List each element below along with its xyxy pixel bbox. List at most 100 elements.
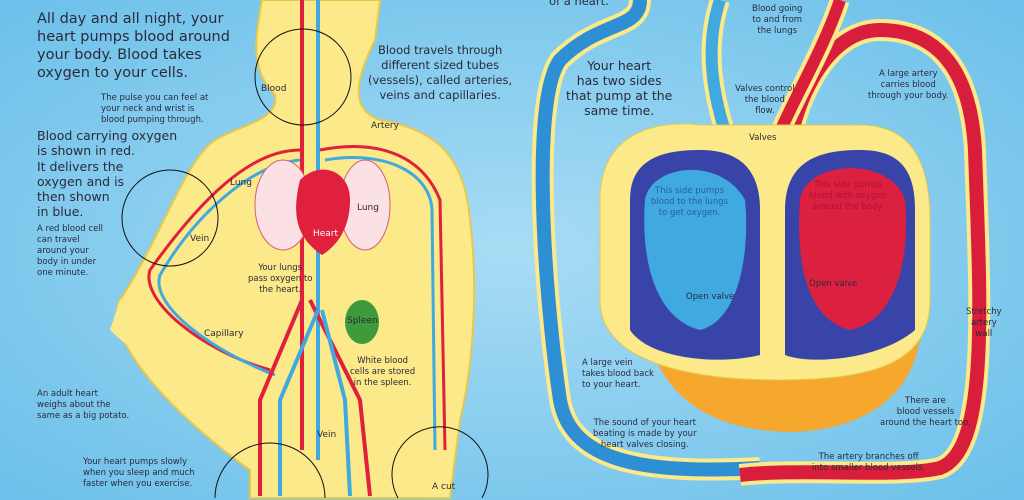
note-line: Your lungs (258, 263, 303, 273)
label-capillary: Capillary (204, 329, 244, 339)
magnifier-leg (214, 442, 326, 499)
note-line: in blue. (37, 204, 84, 220)
note-line: blood with oxygen (809, 191, 888, 201)
exercise-note: Your heart pumps slowly when you sleep a… (83, 457, 195, 490)
note-line: A large vein (582, 358, 633, 368)
magnifier-hand (391, 426, 489, 499)
label-open-valve-right: Open valve (809, 279, 858, 289)
note-line: It delivers the (37, 158, 124, 174)
note-line: the blood (744, 95, 785, 105)
spleen-note: White blood cells are stored in the sple… (350, 356, 415, 389)
note-line: The artery branches off (818, 452, 919, 462)
note-line: to your heart. (582, 380, 641, 390)
note-line: around your (37, 246, 89, 256)
label-open-valve-left: Open valve (686, 292, 735, 302)
note-line: faster when you exercise. (83, 479, 193, 489)
label-cut: A cut (432, 482, 456, 492)
stretchy-note: Stretchy artery wall (966, 307, 1002, 340)
note-line: There are (905, 396, 946, 406)
note-line: then shown (37, 189, 110, 205)
label-lung-left: Lung (230, 178, 252, 188)
label-vein-arm: Vein (190, 234, 210, 244)
note-line: to get oxygen. (658, 208, 721, 218)
note-line: same as a big potato. (37, 411, 130, 421)
magnifier-arm (121, 169, 219, 267)
heart-vessels-note: There are blood vessels around the heart… (880, 396, 971, 429)
blue-side-note: This side pumps blood to the lungs to ge… (651, 186, 728, 219)
note-line: flow. (755, 106, 775, 116)
note-line: around the body. (812, 202, 884, 212)
note-line: This side pumps (813, 180, 883, 190)
cell-note: A red blood cell can travel around your … (37, 224, 103, 279)
intro-line: your body. Blood takes (37, 47, 202, 63)
note-line: pass oxygen to (248, 274, 313, 284)
note-line: that pump at the (566, 88, 673, 103)
note-line: artery (970, 318, 997, 328)
note-line: can travel (37, 235, 80, 245)
note-line: the lungs (757, 26, 798, 36)
note-line: blood pumping through. (101, 115, 204, 125)
note-line: blood vessels (896, 407, 955, 417)
heart (296, 169, 350, 255)
note-line: the heart. (259, 285, 302, 295)
large-vein-note: A large vein takes blood back to your he… (582, 358, 654, 391)
note-line: heart valves closing. (600, 440, 689, 450)
note-line: in the spleen. (353, 378, 412, 388)
note-line: body in under (37, 257, 97, 267)
note-line: The pulse you can feel at (101, 93, 209, 103)
body-silhouette (110, 0, 476, 499)
intro-line: All day and all night, your (37, 11, 224, 27)
note-line: to and from (752, 15, 803, 25)
weight-note: An adult heart weighs about the same as … (37, 389, 129, 422)
note-line: your neck and wrist is (101, 104, 195, 114)
top-fragment: of a heart. (549, 0, 609, 8)
note-line: weighs about the (37, 400, 111, 410)
intro-text: All day and all night, your heart pumps … (37, 10, 230, 82)
label-artery: Artery (371, 121, 399, 131)
label-lung-right: Lung (357, 203, 379, 213)
label-heart: Heart (313, 229, 339, 239)
label-blood: Blood (261, 84, 287, 94)
note-line: A red blood cell (37, 224, 104, 234)
spleen (345, 300, 379, 344)
note-line: blood to the lungs (651, 197, 729, 207)
label-valves: Valves (749, 133, 777, 143)
note-line: cells are stored (350, 367, 416, 377)
note-line: when you sleep and much (83, 468, 195, 478)
note-line: wall (975, 329, 993, 339)
note-line: Blood carrying oxygen (37, 128, 178, 143)
note-line: into smaller blood vessels. (812, 463, 926, 473)
valves-note: Valves control the blood flow. (735, 84, 795, 117)
note-line: oxygen and is (37, 173, 125, 189)
note-line: A large artery (878, 69, 938, 79)
two-sides-note: Your heart has two sides that pump at th… (566, 58, 672, 118)
branches-note: The artery branches off into smaller blo… (812, 452, 925, 474)
intro-line: oxygen to your cells. (37, 65, 189, 81)
note-line: Blood going (752, 4, 803, 14)
note-line: carries blood (880, 80, 936, 90)
note-line: Valves control (735, 84, 795, 94)
note-line: Blood travels through (377, 43, 503, 57)
note-line: one minute. (37, 268, 89, 278)
note-line: The sound of your heart (593, 418, 696, 428)
note-line: has two sides (576, 73, 662, 88)
note-line: same time. (584, 103, 655, 118)
note-line: veins and capillaries. (379, 88, 501, 102)
magnifier-neck (254, 28, 352, 126)
red-side-note: This side pumps blood with oxygen around… (809, 180, 887, 213)
note-line: around the heart too. (880, 418, 971, 428)
lungs-note: Your lungs pass oxygen to the heart. (248, 263, 312, 296)
note-line: Stretchy (966, 307, 1002, 317)
vessels-note: Blood travels through different sized tu… (368, 43, 512, 103)
note-line: White blood (357, 356, 409, 366)
large-artery-note: A large artery carries blood through you… (868, 69, 948, 102)
note-line: (vessels), called arteries, (368, 73, 513, 87)
heart-sound-note: The sound of your heart beating is made … (593, 418, 697, 451)
note-line: different sized tubes (381, 58, 500, 72)
note-line: is shown in red. (37, 143, 135, 159)
note-line: An adult heart (37, 389, 98, 399)
note-line: takes blood back (582, 369, 654, 379)
note-line: Your heart (587, 58, 652, 73)
note-line: beating is made by your (593, 429, 697, 439)
